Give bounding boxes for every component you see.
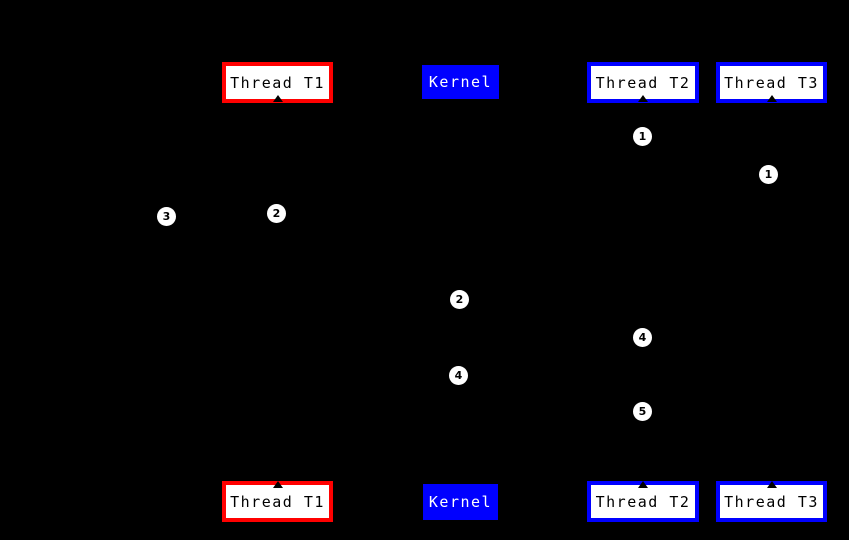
step-marker-3-left: 3 xyxy=(157,207,176,226)
box-thread-t3-top: Thread T3 xyxy=(716,62,827,103)
box-thread-t2-bottom: Thread T2 xyxy=(587,481,699,522)
box-thread-t1-top-label: Thread T1 xyxy=(230,73,325,92)
box-thread-t2-bottom-label: Thread T2 xyxy=(595,492,691,511)
lifeline-notch xyxy=(638,481,648,488)
step-marker-5-thread-t2: 5 xyxy=(633,402,652,421)
lifeline-notch xyxy=(272,481,283,488)
box-thread-t1-bottom-label: Thread T1 xyxy=(230,492,325,511)
step-marker-1-thread-t2: 1 xyxy=(633,127,652,146)
step-marker-4-kernel: 4 xyxy=(449,366,468,385)
step-marker-2-kernel: 2 xyxy=(450,290,469,309)
box-thread-t1-top: Thread T1 xyxy=(222,62,333,103)
step-marker-4-thread-t2: 4 xyxy=(633,328,652,347)
lifeline-notch xyxy=(272,95,283,102)
box-thread-t1-bottom: Thread T1 xyxy=(222,481,333,522)
box-kernel-bottom-label: Kernel xyxy=(428,493,493,511)
step-marker-1-thread-t3: 1 xyxy=(759,165,778,184)
box-thread-t2-top-label: Thread T2 xyxy=(595,73,691,92)
box-thread-t3-bottom-label: Thread T3 xyxy=(724,492,819,511)
box-kernel-top: Kernel xyxy=(422,65,499,99)
step-marker-2-thread-t1: 2 xyxy=(267,204,286,223)
box-thread-t3-top-label: Thread T3 xyxy=(724,73,819,92)
box-kernel-top-label: Kernel xyxy=(428,73,493,91)
lifeline-notch xyxy=(766,95,777,102)
lifeline-notch xyxy=(638,95,648,102)
box-thread-t3-bottom: Thread T3 xyxy=(716,481,827,522)
box-kernel-bottom: Kernel xyxy=(423,484,498,520)
box-thread-t2-top: Thread T2 xyxy=(587,62,699,103)
lifeline-notch xyxy=(766,481,777,488)
